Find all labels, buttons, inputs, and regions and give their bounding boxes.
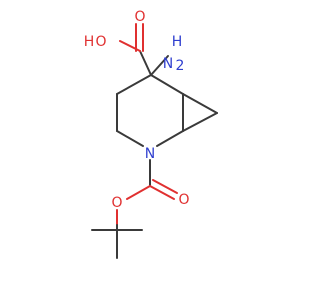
label-oxygen-ester-boc: O xyxy=(111,195,122,211)
label-oxygen-carbonyl-boc: O xyxy=(178,192,189,208)
label-amino-hydrogen-count: 2 xyxy=(176,58,185,74)
bond-c4-amino xyxy=(150,55,169,76)
label-amino-nitrogen: N xyxy=(163,56,173,72)
label-hydrogen-hydroxyl: H xyxy=(84,34,95,50)
molecule-structure: O H O H N 2 N O O xyxy=(84,9,218,259)
bond-carbamate-c-o-double-b xyxy=(152,179,178,194)
bond-c5-c7 xyxy=(182,93,218,114)
label-amino-hydrogen: H xyxy=(172,34,183,50)
bond-carbamate-c-o-double-a xyxy=(149,185,175,200)
bond-c2-n1 xyxy=(116,130,144,147)
bond-c4-carboxyl xyxy=(139,50,152,76)
bond-c4-c3 xyxy=(116,74,152,95)
label-oxygen-carbonyl-acid: O xyxy=(134,9,145,25)
bond-carbamate-c-o-ester xyxy=(126,185,151,200)
bond-c7-c6 xyxy=(182,112,218,132)
bond-n1-c6 xyxy=(156,130,184,147)
structure-canvas: O H O H N 2 N O O xyxy=(84,9,218,259)
label-oxygen-hydroxyl: O xyxy=(95,34,106,50)
label-ring-nitrogen: N xyxy=(145,146,155,162)
bond-c5-c4 xyxy=(150,74,184,95)
